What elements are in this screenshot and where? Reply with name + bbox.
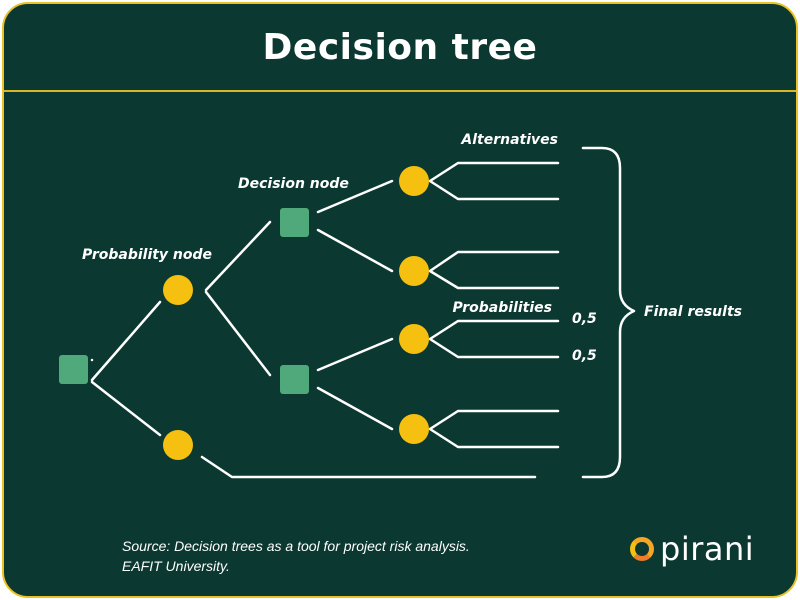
- edge: [316, 386, 394, 431]
- probability-node: [399, 324, 429, 354]
- probability-node: [399, 166, 429, 196]
- edge: [316, 228, 394, 273]
- pirani-logo: pirani: [630, 530, 754, 568]
- edge: [204, 220, 272, 292]
- edge: [316, 337, 394, 372]
- edge: [428, 250, 560, 290]
- alternatives-label: Alternatives: [460, 132, 558, 148]
- edge: [90, 380, 162, 437]
- edge: [428, 319, 560, 359]
- edge: [200, 455, 537, 479]
- probabilities-label: Probabilities: [452, 300, 552, 316]
- source-citation: Source: Decision trees as a tool for pro…: [122, 536, 470, 576]
- final-results-label: Final results: [644, 304, 742, 320]
- edge: [204, 290, 272, 377]
- probability-node-label: Probability node: [82, 247, 212, 263]
- decision-node-label: Decision node: [238, 176, 349, 192]
- probability-node: [399, 414, 429, 444]
- header: Decision tree: [4, 4, 796, 92]
- probability-node: [399, 256, 429, 286]
- decision-node: [280, 208, 309, 237]
- logo-ring-icon: [630, 537, 654, 561]
- decision-node: [280, 365, 309, 394]
- tree-edges: [90, 146, 636, 479]
- edge: [428, 161, 560, 201]
- source-line: Source: Decision trees as a tool for pro…: [122, 538, 470, 554]
- brace: [581, 146, 636, 479]
- source-line: EAFIT University.: [122, 558, 230, 574]
- edge: [90, 300, 162, 382]
- root-decision-node: [59, 355, 88, 384]
- edge: [316, 179, 394, 214]
- page-title: Decision tree: [262, 26, 538, 68]
- probability-node: [163, 430, 193, 460]
- probability-node: [163, 275, 193, 305]
- edge: [428, 409, 560, 449]
- probability-value: 0,5: [572, 348, 597, 364]
- logo-text: pirani: [660, 530, 755, 568]
- probability-value: 0,5: [572, 311, 597, 327]
